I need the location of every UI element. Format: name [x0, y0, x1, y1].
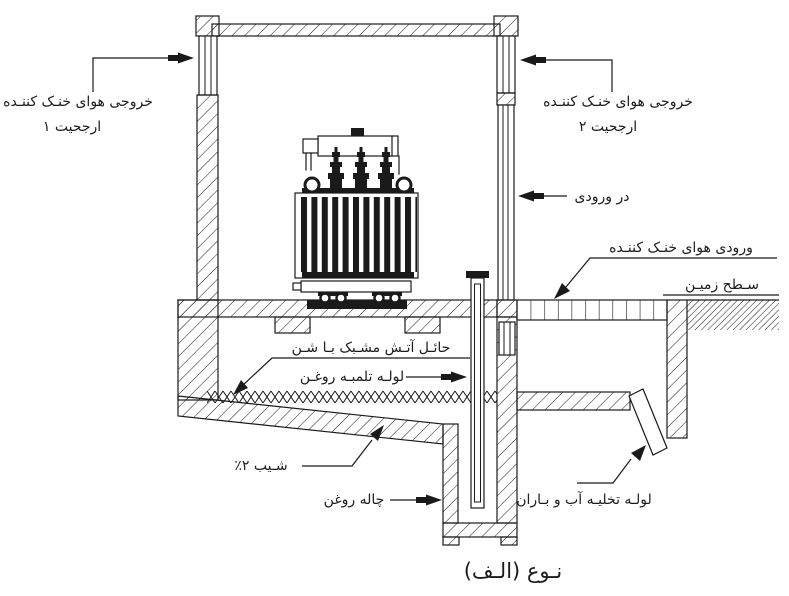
label-air-outlet-1-line2: ارجحیت ۱: [43, 119, 101, 135]
label-air-outlet-2-line2: ارجحیت ۲: [579, 119, 637, 135]
conservator-cap: [351, 128, 364, 136]
right-wall-block: [496, 92, 516, 106]
bushing-1: [328, 147, 344, 188]
wheel-bogie-right: [372, 292, 402, 304]
radiator-fins: [301, 197, 417, 272]
oil-pump-pipe: [466, 271, 489, 509]
leader-oil-pit: [390, 494, 442, 506]
floor-beam-left: [274, 316, 311, 334]
left-wall-cap: [195, 15, 220, 37]
ceiling-slab: [211, 23, 501, 37]
oil-pit: [442, 316, 518, 546]
leader-entrance-door: [518, 190, 567, 202]
wheel-bogie-left: [318, 292, 348, 304]
label-drain-pipe: لولـه تخلیـه آب و بـاران: [516, 491, 652, 508]
transformer: [292, 128, 419, 304]
label-ground-level: سـطح زمیـن: [685, 277, 759, 293]
figure-caption: نـوع (الـف): [464, 559, 563, 583]
left-wall: [196, 94, 219, 301]
label-air-outlet-2-line1: خروجی هوای خنـک کننـده: [543, 94, 693, 110]
leader-air-outlet-2: [520, 54, 613, 92]
air-outlet-1-louver: [198, 35, 218, 96]
leader-fire-barrier: [233, 357, 470, 395]
floor-slab-under-door: [496, 299, 518, 318]
leader-slope: [302, 425, 384, 467]
chamber-floor: [516, 391, 631, 411]
leader-oil-pump-pipe: [406, 371, 467, 383]
conservator-end: [302, 138, 319, 154]
wall-opening-louver: [498, 321, 516, 356]
label-slope: شـیب ۲٪: [234, 458, 287, 474]
label-air-outlet-1-line1: خروجی هوای خنـک کننـده: [3, 94, 153, 110]
tank-ring-left: [303, 176, 321, 194]
sloped-floor: [177, 395, 444, 445]
rain-drain-pipe: [628, 388, 668, 456]
leader-drain-pipe: [577, 445, 646, 484]
floor-beam-right: [404, 316, 441, 334]
chamber-outer-wall: [666, 299, 688, 439]
air-outlet-2-louver: [496, 35, 516, 94]
transformer-rail: [307, 300, 407, 309]
base-valve: [292, 282, 302, 291]
label-entrance-door: در ورودی: [575, 189, 630, 205]
label-fire-barrier: حائـل آتـش مشـبک بـا شـن: [292, 339, 451, 356]
label-air-inlet: ورودی هوای خنـک کننـده: [609, 240, 753, 256]
leader-air-inlet: [554, 257, 777, 299]
bushing-3: [378, 147, 394, 188]
label-oil-pump-pipe: لولـه تلمبـه روغـن: [300, 369, 404, 385]
entrance-door: [497, 104, 515, 301]
left-foundation: [177, 299, 219, 401]
bushing-2: [353, 147, 369, 188]
label-oil-pit: چاله روغن: [324, 492, 385, 508]
right-wall-cap: [493, 15, 519, 37]
leader-air-outlet-1: [92, 52, 194, 92]
tank-ring-right: [395, 176, 413, 194]
earth-fill: [687, 300, 779, 330]
transformer-base: [300, 280, 412, 293]
fire-barrier-mesh: [207, 391, 497, 403]
air-inlet-grate: [516, 299, 668, 321]
leader-lines: [92, 52, 779, 506]
